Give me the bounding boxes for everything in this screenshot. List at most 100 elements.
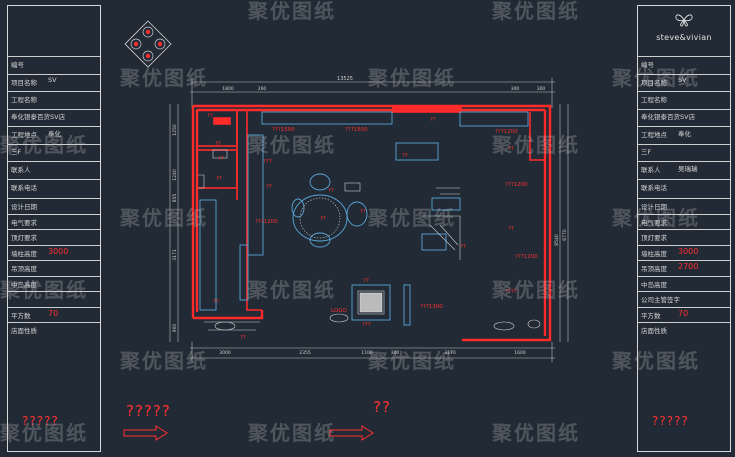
fixture-label: ???1200 [255, 219, 278, 225]
fixture-label: ?? [215, 141, 221, 147]
watermark-text: 聚优图纸 [247, 133, 336, 157]
fixture-label: ?? [266, 184, 272, 190]
dim-right: 8540 [554, 234, 560, 246]
watermark-text: 聚优图纸 [247, 0, 336, 23]
watermark-text: 聚优图纸 [0, 133, 88, 157]
left-info-row: 奉化银泰百货SV店 [8, 108, 100, 128]
dim-bottom: 3170 [444, 350, 456, 356]
left-info-row: 联系人 [8, 161, 100, 180]
left-info-row: 编号 [8, 56, 100, 75]
right-info-row-value: 吴瑞瑞 [678, 165, 698, 173]
fixture-label: ?? [508, 226, 514, 232]
right-info-row: 工程地点奉化 [638, 126, 730, 145]
fixture-label: ?? [218, 156, 224, 162]
dim-bottom: 2355 [299, 350, 311, 356]
right-info-row: 工程名称 [638, 91, 730, 110]
fixture-label: ?? [508, 146, 514, 152]
fixture-label: ???1200 [495, 129, 518, 135]
right-spec-row-value: 2700 [678, 262, 699, 271]
left-spec-row-key: 电气要求 [11, 218, 37, 227]
fixture-label: ??? [362, 322, 371, 328]
fixture-label: ?? [213, 299, 219, 305]
right-spec-row-key: 墙柱高度 [641, 249, 667, 258]
left-spec-row-key: 中岛高度 [11, 280, 37, 289]
dim-left: 855 [172, 194, 178, 203]
fixture-label: ???1500 [272, 127, 295, 133]
fixture-label: ?? [320, 216, 326, 222]
left-footer-note: ????? [22, 414, 59, 428]
entrance-note: ?? [373, 398, 391, 416]
watermark-text: 聚优图纸 [491, 421, 580, 445]
left-info-row: 三F [8, 143, 100, 163]
right-info-row: 编号 [638, 56, 730, 75]
fixture-label: ???1200 [515, 254, 538, 260]
left-info-row-value: 奉化银泰百货SV店 [11, 112, 66, 121]
watermark-text: 聚优图纸 [119, 206, 208, 230]
watermark-text: 聚优图纸 [367, 206, 456, 230]
right-spec-row: 电气要求 [638, 213, 730, 231]
watermark-text: 聚优图纸 [119, 66, 208, 90]
dim-top: 300 [511, 86, 520, 92]
fixture-labels: ?????????1500???1500?????1200???????????… [207, 113, 538, 341]
right-info-row: 奉化银泰百货SV店 [638, 108, 730, 128]
left-info-row-value: 奉化 [48, 130, 61, 138]
right-spec-row-key: 平方数 [641, 311, 661, 320]
dim-left: 900 [172, 324, 178, 333]
brand-logo-text: steve&vivian [656, 33, 712, 42]
watermark-text: 聚优图纸 [491, 0, 580, 23]
butterfly-icon [675, 14, 693, 27]
fixture-label: ?? [328, 188, 334, 194]
right-spec-row: 店面性质 [638, 322, 730, 339]
right-info-row-value: 奉化银泰百货SV店 [641, 112, 696, 121]
left-spec-row: 顶灯要求 [8, 229, 100, 246]
left-info-row-key: 联系电话 [11, 183, 37, 192]
left-spec-row-key: 墙柱高度 [11, 249, 37, 258]
fixture-label: ?? [240, 335, 246, 341]
right-spec-row-key: 公司主管签字 [641, 296, 680, 304]
right-spec-row: 顶灯要求 [638, 229, 730, 246]
watermark-text: 聚优图纸 [0, 421, 88, 445]
right-info-row-key: 工程地点 [641, 131, 667, 139]
fixture-label: ?? [360, 209, 366, 215]
left-info-row-value: 三F [11, 147, 22, 156]
left-info-row-value: SV [48, 75, 57, 84]
left-info-row: 联系电话 [8, 178, 100, 198]
fixture-label: ???? [505, 289, 517, 295]
right-spec-row: 中岛高度 [638, 275, 730, 293]
dim-left: 3171 [172, 249, 178, 261]
fixture-label: ?? [216, 176, 222, 182]
dim-right: 6770 [562, 229, 568, 241]
right-info-row-key: 编号 [641, 61, 654, 69]
watermark-text: 聚优图纸 [491, 278, 580, 302]
left-info-row: 工程地点奉化 [8, 126, 100, 145]
left-info-row-key: 编号 [11, 61, 24, 69]
left-info-row-key: 工程名称 [11, 96, 37, 104]
fixture-label: ?? [207, 113, 213, 119]
fixture-label: ???1300 [420, 304, 443, 310]
watermark-layer: 聚优图纸聚优图纸聚优图纸聚优图纸聚优图纸聚优图纸聚优图纸聚优图纸聚优图纸聚优图纸… [0, 0, 698, 445]
watermark-text: 聚优图纸 [247, 278, 336, 302]
partition-walls [196, 105, 545, 311]
watermark-text: 聚优图纸 [367, 349, 456, 373]
fixture-label: ?? [460, 244, 466, 250]
left-spec-row-key: 顶灯要求 [11, 234, 37, 242]
dim-bottom: 1600 [514, 350, 526, 356]
dim-top: 260 [258, 86, 267, 92]
door-note: ????? [126, 402, 171, 420]
left-spec-row-key: 吊顶高度 [11, 265, 37, 273]
watermark-text: 聚优图纸 [247, 421, 336, 445]
left-info-row: 工程名称 [8, 91, 100, 110]
dim-bottom: 3000 [219, 350, 231, 356]
